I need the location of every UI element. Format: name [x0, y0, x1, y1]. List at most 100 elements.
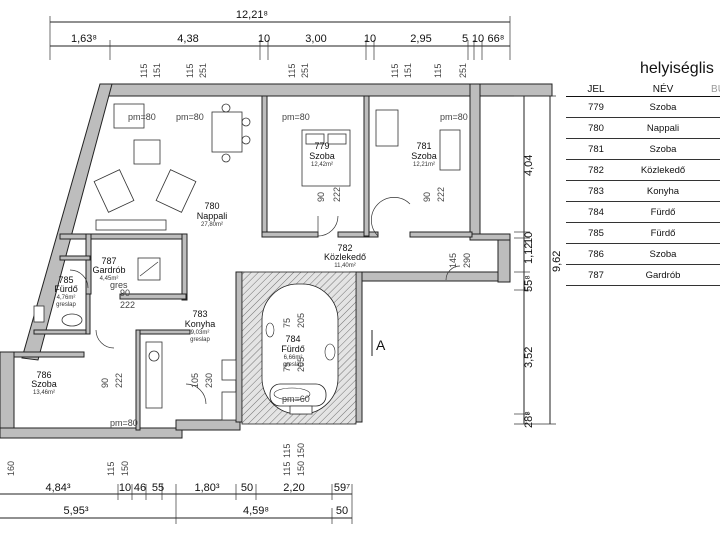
legend-nev: Szoba	[626, 243, 700, 265]
room-787-id: 787	[101, 256, 116, 266]
dim-right-total: 9,62	[551, 251, 563, 272]
bottom-dimension-chain: 4,84³ 10 46 55 1,80³ 50 2,20 59⁷ 5,95³ 4…	[0, 482, 353, 524]
dim-bottom-1: 10	[119, 482, 131, 494]
legend-jel: 779	[566, 96, 626, 118]
door-dim: 230	[204, 373, 214, 388]
legend-title: helyiséglis	[640, 60, 714, 77]
door-dim: 90	[100, 378, 110, 388]
door-dim: 205	[296, 313, 306, 328]
window-mark: 115	[282, 444, 292, 458]
legend-header-row: JEL NÉV BU	[566, 82, 720, 97]
window-mark: 115	[433, 64, 443, 78]
pm-label: pm=80	[176, 112, 204, 122]
door-dim: 105	[190, 373, 200, 388]
gres-label: gres	[110, 280, 128, 290]
window-mark: 251	[198, 63, 208, 78]
dim-top-7: 10	[472, 33, 484, 45]
room-782-id: 782	[337, 243, 352, 253]
door-dim: 222	[120, 300, 135, 310]
legend-jel: 786	[566, 243, 626, 265]
door-dim: 205	[296, 357, 306, 372]
room-785-id: 785	[58, 275, 73, 285]
dim-bottom-6: 2,20	[283, 482, 304, 494]
dim-right-4: 3,52	[523, 347, 535, 368]
pm-label: pm=60	[282, 394, 310, 404]
legend-header-jel: JEL	[566, 82, 626, 97]
plan-annotations: pm=80 pm=80 pm=80 pm=80 pm=80 pm=60 90 2…	[100, 112, 472, 428]
dim-bottom-total-mid: 4,59⁸	[243, 505, 269, 517]
door-dim: 222	[436, 187, 446, 202]
window-mark: 251	[300, 63, 310, 78]
door-dim: 222	[332, 187, 342, 202]
window-mark: 150	[120, 461, 130, 476]
room-784-name: Fürdő	[281, 344, 305, 354]
legend-header-bu: BU	[700, 82, 720, 97]
pm-label: pm=80	[440, 112, 468, 122]
room-781-id: 781	[416, 141, 431, 151]
pm-label: pm=80	[128, 112, 156, 122]
bottom-window-marks: 160 115 150 115 150 115 150	[6, 443, 306, 476]
room-782-area: 11,40m²	[334, 263, 356, 269]
door-dim: 75	[282, 318, 292, 328]
legend-nev: Fürdő	[626, 201, 700, 223]
window-mark: 115	[106, 462, 116, 476]
door-dim: 145	[448, 253, 458, 268]
legend-nev: Közlekedő	[626, 159, 700, 181]
bathroom-784-fixtures	[261, 283, 339, 415]
room-779-name: Szoba	[309, 151, 335, 161]
legend-jel: 781	[566, 138, 626, 160]
legend-nev: Szoba	[626, 138, 700, 160]
dim-top-2: 10	[258, 33, 270, 45]
window-mark: 115	[282, 462, 292, 476]
right-dimension-chain: 4,04 10 1,12 55⁸ 3,52 28⁸ 9,62	[514, 95, 563, 428]
section-mark: A	[376, 337, 386, 353]
room-783-name: Konyha	[185, 319, 216, 329]
dim-top-5: 2,95	[410, 33, 431, 45]
window-mark: 115	[390, 64, 400, 78]
room-785-name: Fürdő	[54, 284, 78, 294]
room-780-area: 27,80m²	[201, 222, 223, 228]
room-780-id: 780	[204, 201, 219, 211]
dim-bottom-3: 55	[152, 482, 164, 494]
door-dim: 90	[316, 192, 326, 202]
legend-jel: 783	[566, 180, 626, 202]
room-781-area: 12,21m²	[413, 162, 435, 168]
room-labels: 779 Szoba 12,42m² 781 Szoba 12,21m² 780 …	[31, 141, 437, 396]
room-782-name: Közlekedő	[324, 252, 366, 262]
dim-top-6: 5	[462, 33, 468, 45]
room-784-id: 784	[285, 334, 300, 344]
legend-nev: Szoba	[626, 96, 700, 118]
room-781-name: Szoba	[411, 151, 437, 161]
window-mark: 115	[185, 64, 195, 78]
dim-bottom-0: 4,84³	[45, 482, 70, 494]
room-784-area: 6,66m²	[284, 355, 303, 361]
legend-jel: 784	[566, 201, 626, 223]
window-mark: 151	[152, 63, 162, 78]
dim-bottom-2: 46	[134, 482, 146, 494]
dim-bottom-4: 1,80³	[194, 482, 219, 494]
dim-bottom-7: 59⁷	[334, 482, 350, 494]
window-marks: 115 151 115 251 115 251 115 151 115 251	[139, 63, 468, 78]
window-mark: 251	[458, 63, 468, 78]
window-mark: 150	[296, 443, 306, 458]
door-dim: 75	[282, 362, 292, 372]
door-dim: 290	[462, 253, 472, 268]
window-mark: 150	[296, 461, 306, 476]
dim-right-0: 4,04	[523, 155, 535, 176]
legend-nev: Gardrób	[626, 264, 700, 286]
legend-jel: 787	[566, 264, 626, 286]
dim-bottom-total-right: 50	[336, 505, 348, 517]
room-786-name: Szoba	[31, 379, 57, 389]
legend-header-nev: NÉV	[626, 82, 700, 97]
room-779-id: 779	[314, 141, 329, 151]
room-786-id: 786	[36, 370, 51, 380]
